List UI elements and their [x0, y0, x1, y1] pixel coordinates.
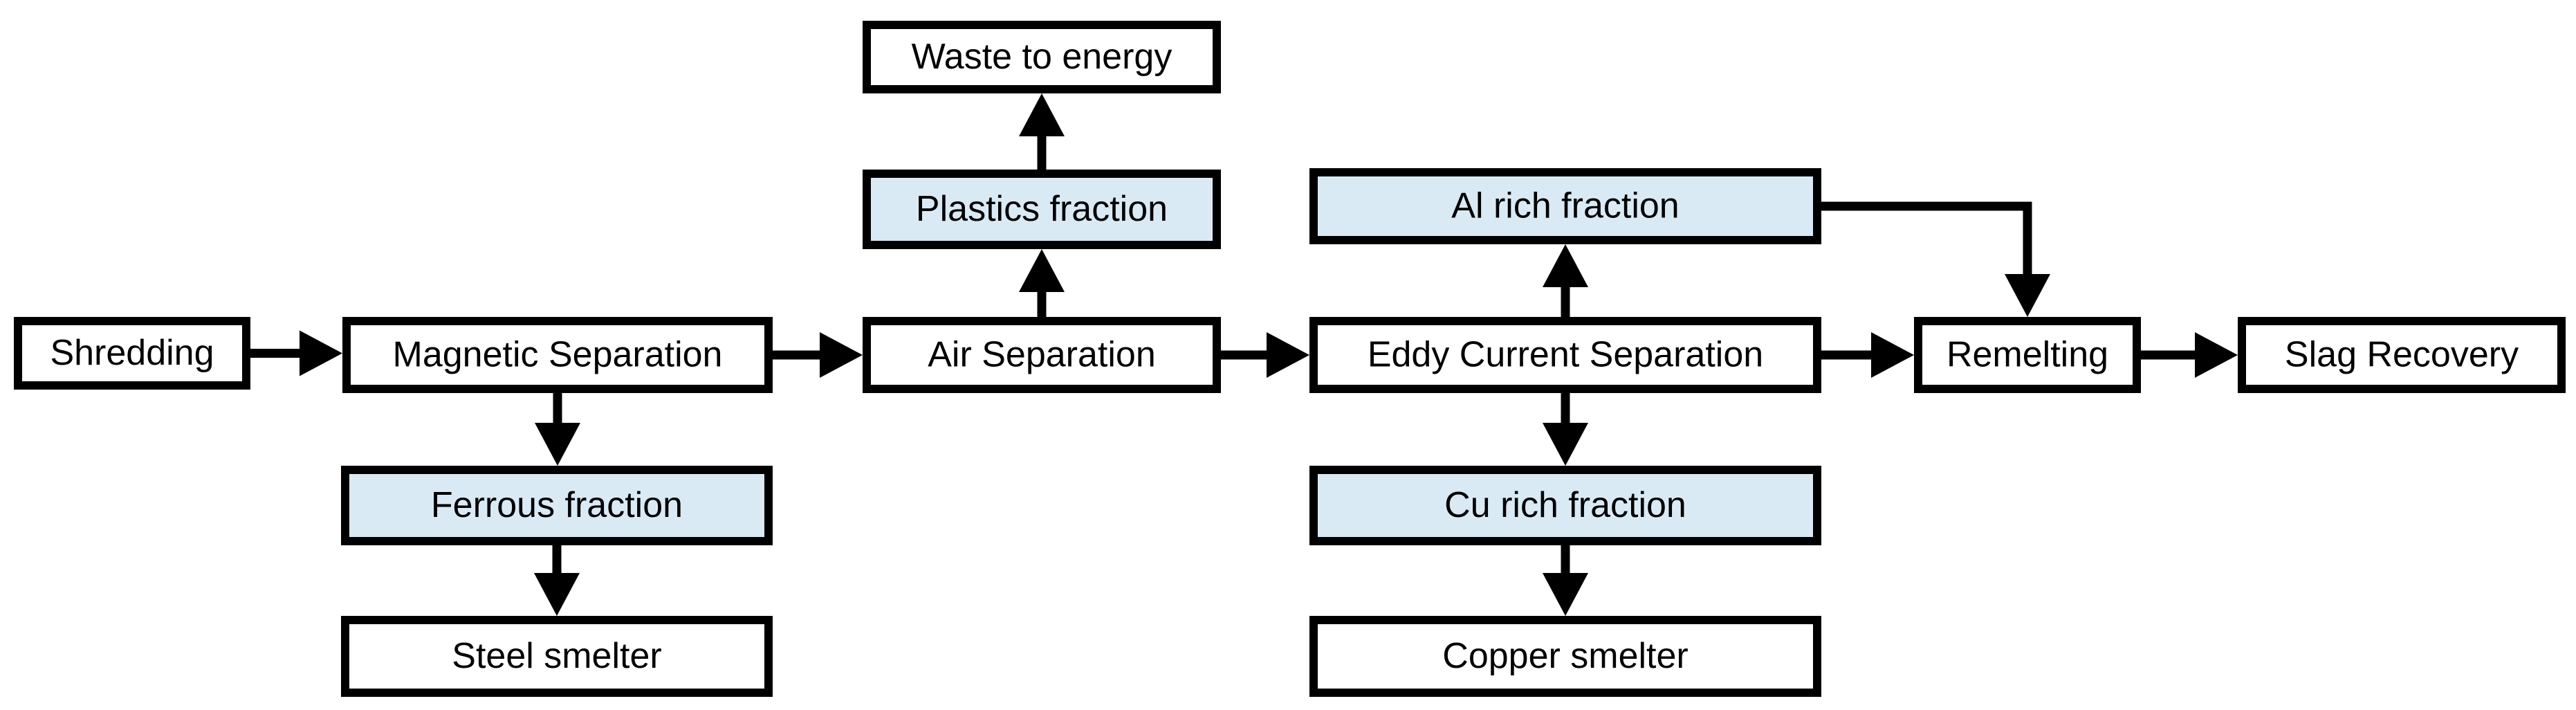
- node-box-cu_rich[interactable]: [1309, 466, 1821, 545]
- node-box-magnetic[interactable]: [342, 317, 773, 393]
- edge-plastics-to-waste: [1019, 93, 1065, 170]
- edge-eddy-to-remelting: [1821, 332, 1914, 378]
- node-label-shredding: Shredding: [50, 333, 214, 373]
- edge-magnetic-to-ferrous: [535, 393, 580, 466]
- node-box-ferrous[interactable]: [341, 466, 773, 545]
- node-al_rich[interactable]: Al rich fraction: [1309, 168, 1821, 244]
- node-label-al_rich: Al rich fraction: [1451, 186, 1679, 226]
- node-eddy[interactable]: Eddy Current Separation: [1309, 317, 1821, 393]
- node-steel_smelter[interactable]: Steel smelter: [341, 616, 773, 697]
- edge-ferrous-to-steel: [534, 545, 580, 616]
- node-magnetic[interactable]: Magnetic Separation: [342, 317, 773, 393]
- node-label-cu_rich: Cu rich fraction: [1444, 485, 1686, 525]
- node-label-plastics: Plastics fraction: [916, 189, 1168, 229]
- edge-air-to-plastics: [1019, 249, 1065, 317]
- node-box-air[interactable]: [863, 317, 1221, 393]
- node-box-shredding[interactable]: [14, 317, 250, 390]
- edge-cu-rich-to-copper: [1543, 545, 1588, 616]
- node-label-steel_smelter: Steel smelter: [452, 636, 661, 676]
- edge-magnetic-to-air: [773, 332, 863, 378]
- node-label-air: Air Separation: [928, 335, 1156, 375]
- edge-remelting-to-slag: [2141, 332, 2238, 378]
- node-waste_to_energy[interactable]: Waste to energy: [863, 21, 1221, 93]
- node-label-slag: Slag Recovery: [2285, 335, 2519, 375]
- edge-air-to-eddy: [1221, 332, 1309, 378]
- node-slag[interactable]: Slag Recovery: [2238, 317, 2566, 393]
- node-cu_rich[interactable]: Cu rich fraction: [1309, 466, 1821, 545]
- node-ferrous[interactable]: Ferrous fraction: [341, 466, 773, 545]
- node-air[interactable]: Air Separation: [863, 317, 1221, 393]
- nodes-layer: Shredding Magnetic Separation Air Separati…: [14, 21, 2566, 697]
- node-label-eddy: Eddy Current Separation: [1368, 335, 1763, 375]
- node-box-slag[interactable]: [2238, 317, 2566, 393]
- node-label-waste_to_energy: Waste to energy: [912, 37, 1172, 77]
- node-label-copper_smelter: Copper smelter: [1442, 636, 1688, 676]
- node-box-waste_to_energy[interactable]: [863, 21, 1221, 93]
- node-box-remelting[interactable]: [1914, 317, 2141, 393]
- node-box-steel_smelter[interactable]: [341, 616, 773, 697]
- edge-eddy-to-al-rich: [1543, 244, 1588, 317]
- node-label-magnetic: Magnetic Separation: [393, 335, 723, 375]
- edges-layer: [250, 93, 2238, 616]
- edge-eddy-to-cu-rich: [1543, 393, 1588, 466]
- node-box-eddy[interactable]: [1309, 317, 1821, 393]
- node-plastics[interactable]: Plastics fraction: [863, 170, 1221, 249]
- edge-al-rich-to-remelting: [1821, 201, 2050, 317]
- node-label-ferrous: Ferrous fraction: [431, 485, 683, 525]
- node-shredding[interactable]: Shredding: [14, 317, 250, 390]
- node-box-al_rich[interactable]: [1309, 168, 1821, 244]
- node-box-plastics[interactable]: [863, 170, 1221, 249]
- node-remelting[interactable]: Remelting: [1914, 317, 2141, 393]
- node-box-copper_smelter[interactable]: [1309, 616, 1821, 697]
- node-label-remelting: Remelting: [1947, 335, 2108, 375]
- edge-shredding-to-magnetic: [250, 330, 342, 376]
- node-copper_smelter[interactable]: Copper smelter: [1309, 616, 1821, 697]
